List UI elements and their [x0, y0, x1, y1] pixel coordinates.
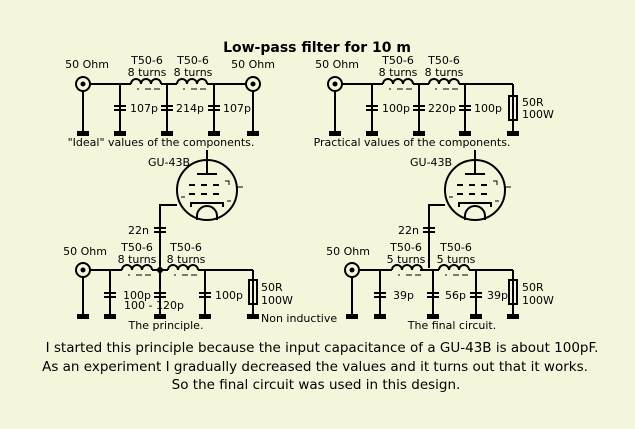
ground-icon: [374, 314, 386, 319]
inductor-icon: [382, 78, 414, 90]
coax-input-icon: [327, 76, 343, 92]
principle-inductor-1-turns: 8 turns: [118, 253, 157, 266]
coax-input-icon: [75, 262, 91, 278]
description-line-1: I started this principle because the inp…: [46, 340, 599, 356]
ideal-cap-2-label: 214p: [176, 102, 204, 115]
principle-cap-2-label: 100 - 120p: [124, 299, 184, 312]
inductor-icon: [428, 78, 460, 90]
description-line-2: As an experiment I gradually decreased t…: [42, 359, 588, 375]
inductor-icon: [121, 264, 153, 276]
final-input-label: 50 Ohm: [326, 245, 370, 258]
final-coupling-cap-label: 22n: [398, 224, 419, 237]
ideal-inductor-2-turns: 8 turns: [174, 66, 213, 79]
inductor-icon: [438, 264, 470, 276]
diagram-title: Low-pass filter for 10 m: [223, 40, 411, 56]
principle-circuit: GU-43B 22n 50 Ohm T50-6 8 turns T50-6 8 …: [63, 149, 337, 332]
ideal-input-label: 50 Ohm: [65, 58, 109, 71]
final-cap-2-label: 56p: [445, 289, 466, 302]
practical-circuit: 50 Ohm T50-6 8 turns T50-6 8 turns 100p …: [314, 54, 554, 149]
ground-icon: [346, 314, 358, 319]
practical-caption: Practical values of the components.: [314, 136, 511, 149]
final-caption: The final circuit.: [407, 319, 496, 332]
principle-caption: The principle.: [128, 319, 204, 332]
principle-input-label: 50 Ohm: [63, 245, 107, 258]
final-inductor-2-core: T50-6: [439, 241, 472, 254]
ideal-inductor-1-turns: 8 turns: [128, 66, 167, 79]
ground-icon: [507, 314, 519, 319]
principle-inductor-2-core: T50-6: [169, 241, 202, 254]
principle-cap-1-label: 100p: [123, 289, 151, 302]
principle-load-value: 50R: [261, 281, 283, 294]
ground-icon: [247, 314, 259, 319]
coax-output-icon: [245, 76, 261, 92]
inductor-icon: [176, 78, 208, 90]
practical-cap-1-label: 100p: [382, 102, 410, 115]
ideal-inductor-1-core: T50-6: [130, 54, 163, 67]
final-load-value: 50R: [522, 281, 544, 294]
ideal-inductor-2-core: T50-6: [176, 54, 209, 67]
inductor-icon: [167, 264, 199, 276]
ideal-cap-1-label: 107p: [130, 102, 158, 115]
practical-cap-3-label: 100p: [474, 102, 502, 115]
principle-load-power: 100W: [261, 294, 293, 307]
description-line-3: So the final circuit was used in this de…: [172, 377, 461, 393]
final-cap-3-label: 39p: [487, 289, 508, 302]
principle-cap-3-label: 100p: [215, 289, 243, 302]
principle-inductor-1-core: T50-6: [120, 241, 153, 254]
inductor-icon: [391, 264, 423, 276]
practical-cap-2-label: 220p: [428, 102, 456, 115]
final-inductor-1-core: T50-6: [389, 241, 422, 254]
coax-input-icon: [344, 262, 360, 278]
practical-load-power: 100W: [522, 108, 554, 121]
final-inductor-1-turns: 5 turns: [387, 253, 426, 266]
inductor-icon: [130, 78, 162, 90]
ideal-cap-3-label: 107p: [223, 102, 251, 115]
principle-coupling-cap-label: 22n: [128, 224, 149, 237]
principle-inductor-2-turns: 8 turns: [167, 253, 206, 266]
final-load-power: 100W: [522, 294, 554, 307]
principle-load-note: Non inductive: [261, 312, 337, 325]
coax-input-icon: [75, 76, 91, 92]
final-circuit: GU-43B 22n 50 Ohm T50-6 5 turns T50-6 5 …: [326, 149, 554, 332]
principle-tube-label: GU-43B: [148, 156, 190, 169]
practical-input-label: 50 Ohm: [315, 58, 359, 71]
vacuum-tube-icon: [444, 149, 512, 221]
ground-icon: [104, 314, 116, 319]
ideal-circuit: 50 Ohm 50 Ohm T50-6 8 turns T50-6 8 turn…: [65, 54, 275, 149]
practical-inductor-1-core: T50-6: [381, 54, 414, 67]
practical-inductor-2-turns: 8 turns: [425, 66, 464, 79]
ideal-output-label: 50 Ohm: [231, 58, 275, 71]
final-cap-1-label: 39p: [393, 289, 414, 302]
final-tube-label: GU-43B: [410, 156, 452, 169]
practical-inductor-2-core: T50-6: [427, 54, 460, 67]
ground-icon: [77, 314, 89, 319]
final-inductor-2-turns: 5 turns: [437, 253, 476, 266]
practical-load-value: 50R: [522, 96, 544, 109]
ideal-caption: "Ideal" values of the components.: [68, 136, 255, 149]
practical-inductor-1-turns: 8 turns: [379, 66, 418, 79]
